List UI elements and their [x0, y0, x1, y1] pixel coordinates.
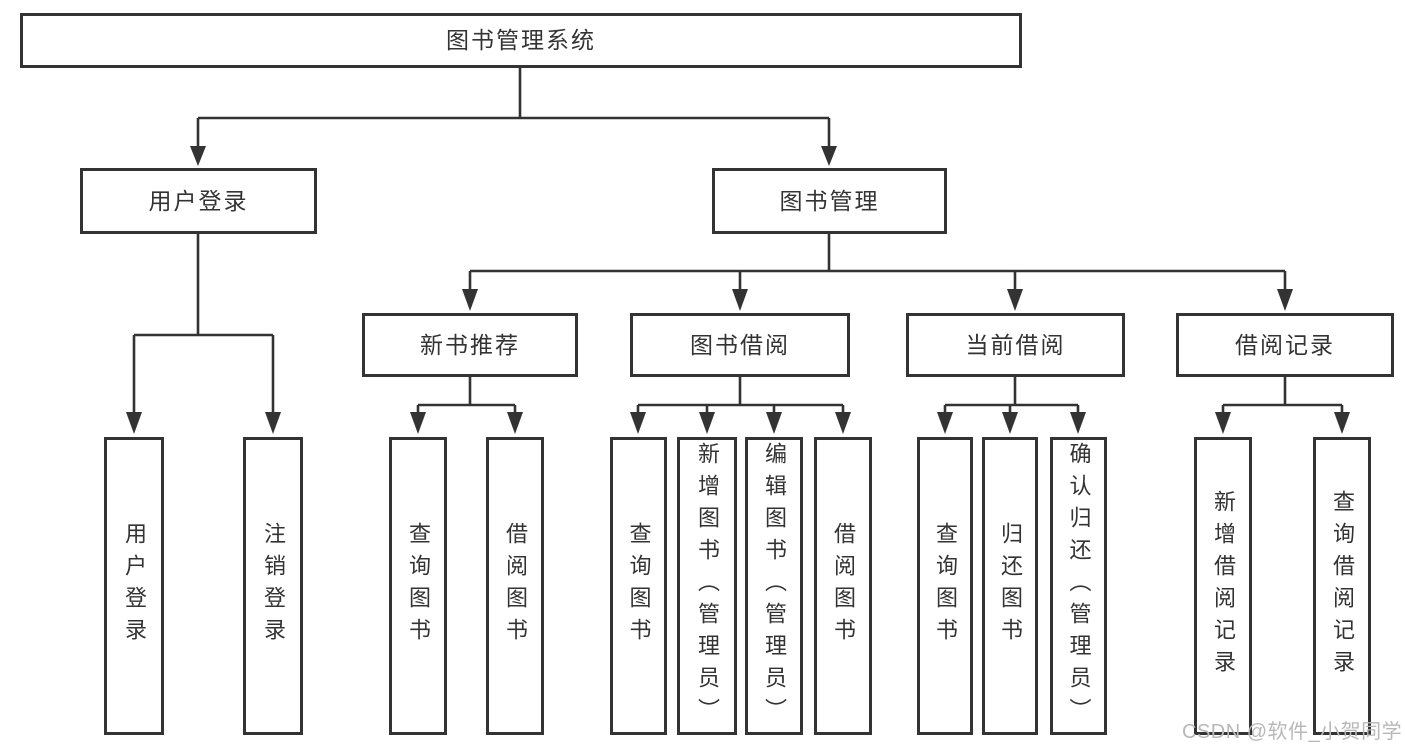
- node-current-borrow: 当前借阅: [906, 313, 1125, 377]
- leaf-br-add-record-label: 新增借阅记录: [1211, 490, 1236, 682]
- node-borrow-records-label: 借阅记录: [1235, 331, 1335, 358]
- leaf-nb-borrow-books: 借阅图书: [486, 437, 544, 735]
- leaf-cb-query-books: 查询图书: [917, 437, 973, 735]
- node-user-login-label: 用户登录: [148, 187, 249, 214]
- leaf-user-login: 用户登录: [104, 437, 164, 735]
- node-book-borrow: 图书借阅: [630, 313, 850, 377]
- leaf-nb-query-books-label: 查询图书: [406, 522, 431, 650]
- node-current-borrow-label: 当前借阅: [965, 331, 1066, 358]
- node-root-label: 图书管理系统: [446, 27, 596, 53]
- node-borrow-records: 借阅记录: [1176, 313, 1394, 377]
- csdn-watermark: CSDN @软件_小贺同学: [1182, 721, 1403, 743]
- leaf-cb-confirm-return-admin-label: 确认归还（管理员）: [1066, 442, 1092, 730]
- leaf-bb-add-books-admin-label: 新增图书（管理员）: [695, 442, 720, 730]
- leaf-bb-borrow-books-label: 借阅图书: [831, 522, 856, 650]
- node-book-management: 图书管理: [712, 168, 947, 234]
- node-book-borrow-label: 图书借阅: [690, 331, 790, 358]
- leaf-cb-return-books: 归还图书: [982, 437, 1038, 735]
- leaf-bb-edit-books-admin-label: 编辑图书（管理员）: [762, 442, 787, 730]
- leaf-nb-borrow-books-label: 借阅图书: [503, 522, 528, 650]
- node-book-management-label: 图书管理: [779, 187, 880, 214]
- node-root: 图书管理系统: [20, 13, 1022, 68]
- leaf-br-query-record-label: 查询借阅记录: [1330, 490, 1355, 682]
- node-new-book-recommend: 新书推荐: [362, 313, 578, 377]
- leaf-user-login-label: 用户登录: [122, 522, 147, 650]
- leaf-bb-query-books-label: 查询图书: [626, 522, 652, 650]
- leaf-bb-borrow-books: 借阅图书: [814, 437, 872, 735]
- leaf-logout: 注销登录: [243, 437, 303, 735]
- leaf-logout-label: 注销登录: [261, 522, 286, 650]
- leaf-cb-confirm-return-admin: 确认归还（管理员）: [1050, 437, 1107, 735]
- leaf-bb-edit-books-admin: 编辑图书（管理员）: [745, 437, 803, 735]
- leaf-br-query-record: 查询借阅记录: [1313, 437, 1371, 735]
- leaf-cb-query-books-label: 查询图书: [933, 522, 958, 650]
- leaf-cb-return-books-label: 归还图书: [998, 522, 1023, 650]
- leaf-bb-add-books-admin: 新增图书（管理员）: [677, 437, 737, 735]
- node-user-login: 用户登录: [80, 168, 317, 234]
- leaf-bb-query-books: 查询图书: [610, 437, 667, 735]
- leaf-nb-query-books: 查询图书: [389, 437, 447, 735]
- node-new-book-recommend-label: 新书推荐: [420, 331, 520, 358]
- leaf-br-add-record: 新增借阅记录: [1194, 437, 1252, 735]
